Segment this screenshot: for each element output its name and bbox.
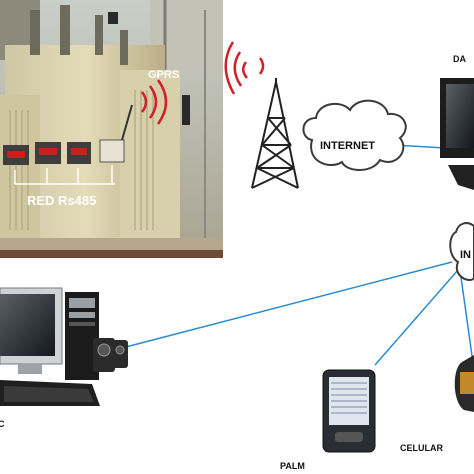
gprs-tower-icon xyxy=(251,78,299,189)
tower-signal-icon xyxy=(224,41,265,95)
dataserver-computer-icon: DA xyxy=(440,54,474,190)
transformer-photo: GPRS RED Rs485 xyxy=(0,0,223,258)
palm-label: PALM xyxy=(280,461,305,471)
internet-label: INTERNET xyxy=(320,140,375,152)
link-pc-internet xyxy=(121,261,453,349)
network-links xyxy=(121,144,474,371)
gprs-label: GPRS xyxy=(148,69,179,81)
gprs-signal-icon xyxy=(140,79,168,125)
internet-cloud-icon: INTERNET xyxy=(302,99,407,171)
meter-devices xyxy=(3,104,133,165)
pc-label: C xyxy=(0,419,5,429)
link-cell-internet xyxy=(459,269,474,371)
internet-label-2: IN xyxy=(460,249,471,261)
link-palm-internet xyxy=(374,269,459,366)
palm-device-icon: PALM xyxy=(280,369,376,471)
pc-computer-icon: C xyxy=(0,287,128,429)
internet-cloud-2-icon: IN xyxy=(449,222,474,281)
celular-label: CELULAR xyxy=(400,443,443,453)
rs485-bracket xyxy=(14,165,115,185)
dataserver-label: DA xyxy=(453,54,466,64)
rs485-label: RED Rs485 xyxy=(27,193,96,208)
celular-phone-icon: CELULAR xyxy=(400,355,474,453)
